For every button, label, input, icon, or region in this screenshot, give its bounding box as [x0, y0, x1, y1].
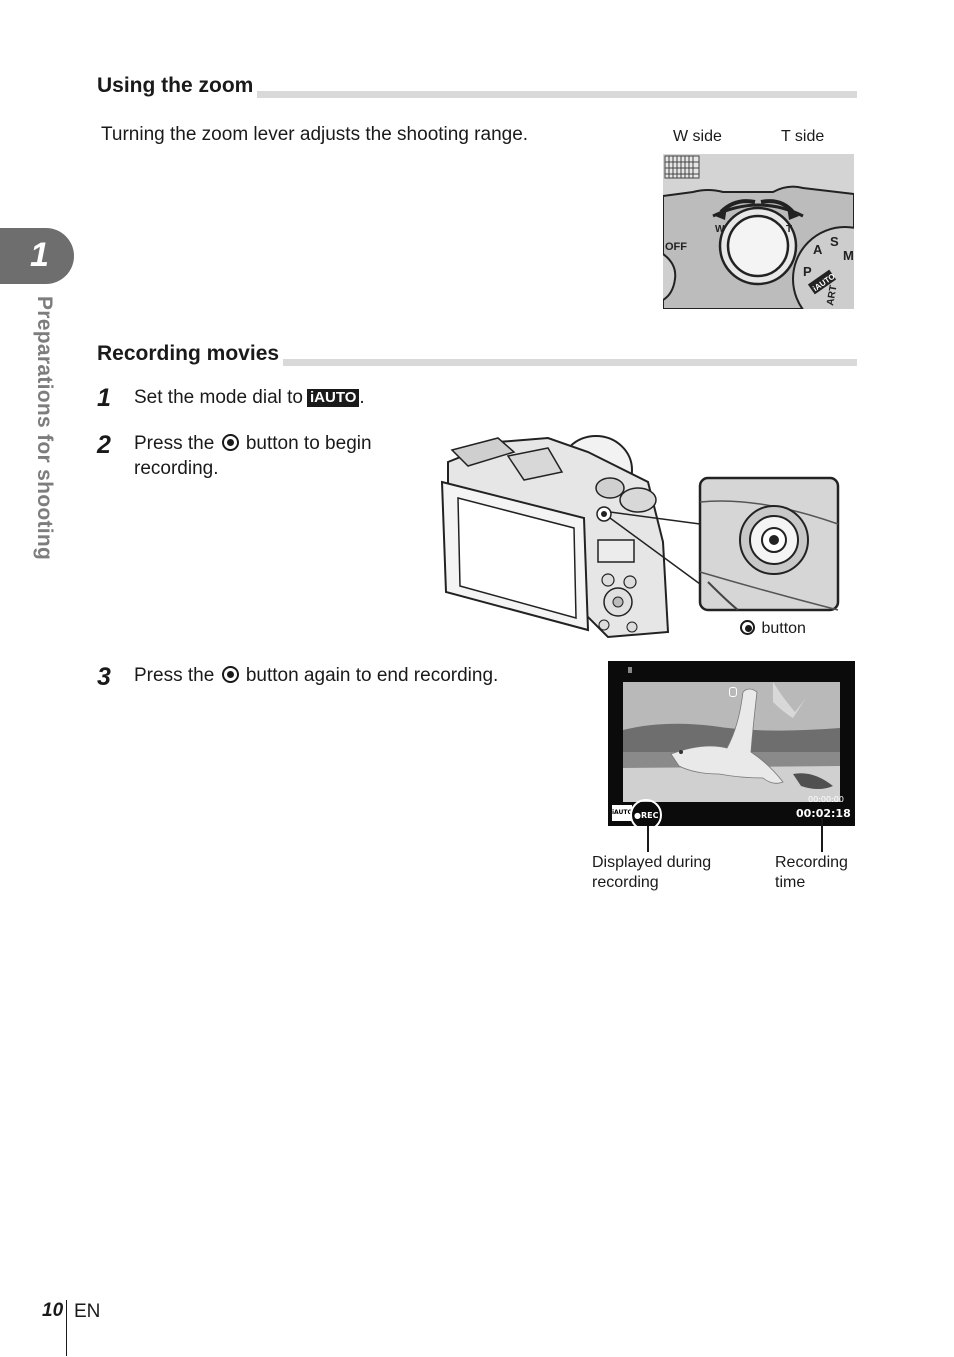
language-code: EN	[74, 1301, 101, 1322]
dial-art: ART	[825, 284, 839, 306]
rec-label: ●REC	[634, 811, 659, 820]
callout-recording-time: Recording time	[775, 854, 848, 891]
button-caption: button	[738, 619, 806, 639]
chapter-tab	[0, 228, 74, 284]
callout-line-right	[821, 818, 823, 852]
page-number: 10	[42, 1300, 64, 1321]
step-2-number: 2	[97, 431, 111, 459]
step-1-number: 1	[97, 384, 111, 412]
record-button-icon	[740, 620, 755, 635]
chapter-side-label: Preparations for shooting	[33, 296, 56, 561]
zoom-lever-illustration: OFF W T P A S M iAUTO ART	[663, 154, 854, 309]
recording-preview-photo	[623, 682, 840, 802]
iauto-mode-icon: iAUTO	[612, 805, 633, 821]
camera-back-illustration	[440, 435, 840, 639]
recording-time: 00:02:18	[796, 807, 851, 820]
t-side-label: T side	[781, 128, 825, 145]
card-icon	[628, 667, 632, 673]
step-3-text-after: button again to end recording.	[245, 665, 499, 686]
step-2-text-before: Press the	[134, 433, 215, 454]
dial-p: P	[803, 264, 812, 279]
footer-separator	[66, 1300, 67, 1356]
remaining-time: 00:00:00	[808, 795, 844, 804]
button-caption-text: button	[761, 620, 806, 637]
step-1-text-before: Set the mode dial to	[134, 387, 303, 408]
zoom-section-rule	[97, 91, 857, 98]
movie-section-title: Recording movies	[97, 342, 284, 366]
record-button-icon	[221, 666, 239, 683]
record-button-icon	[221, 434, 239, 451]
mic-icon	[729, 687, 737, 697]
recording-screen: iAUTO ●REC 00:00:00 00:02:18	[608, 661, 855, 831]
lever-t-mark: T	[786, 224, 792, 235]
iauto-badge: iAUTO	[307, 389, 360, 407]
lever-w-mark: W	[715, 224, 725, 235]
step-3-number: 3	[97, 663, 111, 691]
zoom-description: Turning the zoom lever adjusts the shoot…	[101, 124, 529, 145]
movie-section-rule	[97, 359, 857, 366]
step-3-text: Press the button again to end recording.	[134, 663, 498, 688]
zoom-section-title: Using the zoom	[97, 74, 258, 98]
dial-m: M	[843, 248, 854, 263]
chapter-number: 1	[30, 236, 49, 274]
rec-indicator-circle	[630, 799, 662, 831]
step-2-text-after: button to begin recording.	[134, 433, 372, 479]
off-mark: OFF	[665, 241, 687, 253]
step-2-text: Press the button to begin recording.	[134, 431, 414, 481]
dial-s: S	[830, 234, 839, 249]
step-1-text-after: .	[359, 387, 365, 408]
dial-a: A	[813, 242, 823, 257]
step-3-text-before: Press the	[134, 665, 215, 686]
callout-line-left	[647, 826, 649, 852]
callout-displayed-during-recording: Displayed during recording	[592, 854, 712, 891]
w-side-label: W side	[673, 128, 722, 145]
